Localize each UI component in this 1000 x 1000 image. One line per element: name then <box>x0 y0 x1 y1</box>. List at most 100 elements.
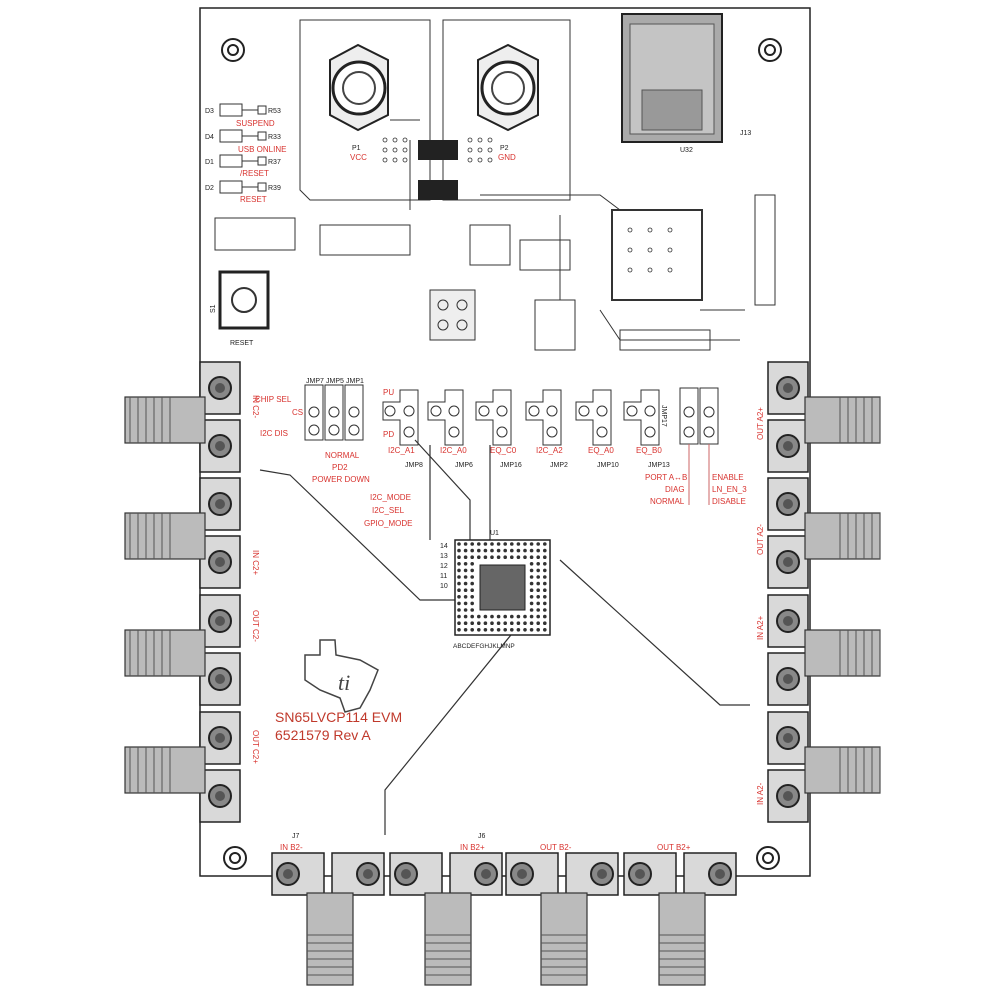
bga-ball <box>543 562 547 566</box>
bga-ball <box>470 581 475 586</box>
p2-ref: P2 <box>500 145 509 152</box>
bga-ball <box>543 621 547 625</box>
bga-ball <box>477 628 481 632</box>
reset-label: RESET <box>230 340 254 347</box>
reset-ref: S1 <box>210 304 217 313</box>
connector-label-bottom: IN B2- <box>280 843 303 852</box>
sma-pin-center <box>215 674 225 684</box>
led-ref: D2 <box>205 185 214 192</box>
bga-ball <box>503 628 508 632</box>
bga-ball <box>516 548 521 553</box>
bga-ball <box>463 555 468 559</box>
connector-label-left: IN C2+ <box>251 550 260 575</box>
usb-connector: J13 U32 <box>621 13 751 154</box>
bga-ball <box>463 621 468 625</box>
bga-ball <box>463 601 468 606</box>
sma-barrel <box>804 512 881 560</box>
led-ref: D1 <box>205 159 214 166</box>
bga-ball <box>529 608 534 612</box>
sma-pin-center <box>783 616 793 626</box>
bga-ball <box>463 595 468 599</box>
bga-ball <box>529 575 534 579</box>
bga-ball <box>516 542 521 546</box>
jumper-ref: JMP13 <box>648 462 670 469</box>
chip-sel-label: CHIP SEL <box>255 395 292 404</box>
jumper-ref: JMP2 <box>550 462 568 469</box>
power-posts: P1 VCC P2 GND <box>299 19 571 201</box>
bga-ball <box>529 621 534 625</box>
led-label-usb-online: USB ONLINE <box>238 145 286 154</box>
bga-ball <box>496 548 501 553</box>
sma-barrel <box>306 892 354 986</box>
bga-ball <box>510 628 514 632</box>
usb-ref: J13 <box>740 130 751 137</box>
bga-ball <box>470 568 475 573</box>
sma-pin-center <box>783 441 793 451</box>
bga-column-labels: ABCDEFGHJKLMNP <box>453 643 515 650</box>
ti-logo-icon: ti <box>304 639 379 713</box>
bga-ball <box>496 628 501 632</box>
board-title: SN65LVCP114 EVM <box>275 709 402 725</box>
sma-pin-center <box>783 383 793 393</box>
sma-pin-center <box>215 733 225 743</box>
led-label-suspend: SUSPEND <box>236 119 275 128</box>
bga-ball <box>543 548 547 553</box>
connector-label-left: IN C2- <box>251 395 260 418</box>
bga-ball <box>503 621 508 625</box>
enable-label: ENABLE <box>712 473 744 482</box>
bga-ball <box>477 621 481 625</box>
bga-ball <box>516 621 521 625</box>
bga-ball <box>516 628 521 632</box>
bga-ball <box>536 628 540 632</box>
jumper-ref: JMP10 <box>597 462 619 469</box>
bga-ball <box>503 555 508 559</box>
power-down-label: POWER DOWN <box>312 475 370 484</box>
bga-ball <box>470 608 475 612</box>
sma-pin-center <box>215 616 225 626</box>
sma-pin-center <box>215 557 225 567</box>
jumper-label: I2C_A2 <box>536 446 563 455</box>
components <box>319 119 776 351</box>
led-resistor-ref: R37 <box>268 159 281 166</box>
bga-ball <box>536 562 540 566</box>
bga-ball <box>529 614 534 619</box>
bga-ball <box>503 542 508 546</box>
bga-ball <box>529 628 534 632</box>
bga-ball <box>470 562 475 566</box>
bga-ball <box>536 601 540 606</box>
bga-ball <box>457 562 461 566</box>
bga-ball <box>536 555 540 559</box>
bga-ball <box>457 595 461 599</box>
led-resistor-ref: R33 <box>268 134 281 141</box>
bga-ball <box>543 575 547 579</box>
bga-ball <box>536 621 540 625</box>
connector-label-right: IN A2- <box>756 782 765 805</box>
bga-ball <box>463 614 468 619</box>
bga-ball <box>529 542 534 546</box>
connector-label-bottom: OUT B2- <box>540 843 572 852</box>
bga-ball <box>470 542 475 546</box>
gpio-mode-label: GPIO_MODE <box>364 519 412 528</box>
bga-ball <box>483 628 488 632</box>
bga-ball <box>536 542 540 546</box>
sma-barrel <box>124 746 206 794</box>
disable-label: DISABLE <box>712 497 746 506</box>
bga-ball <box>536 568 540 573</box>
sma-pin-center <box>783 733 793 743</box>
sma-barrel <box>424 892 472 986</box>
bga-ball <box>536 595 540 599</box>
sma-pin-center <box>783 557 793 567</box>
bga-row-label: 13 <box>440 553 448 560</box>
bga-ball <box>510 621 514 625</box>
bga-ball <box>463 548 468 553</box>
bga-ball <box>490 621 494 625</box>
jumper-label: EQ_B0 <box>636 446 662 455</box>
ln-en-3-label: LN_EN_3 <box>712 485 747 494</box>
bga-ball <box>477 542 481 546</box>
bga-ball <box>483 614 488 619</box>
led-resistor-ref: R39 <box>268 185 281 192</box>
bga-ball <box>470 575 475 579</box>
bga-ball <box>470 621 475 625</box>
bga-ball <box>463 581 468 586</box>
bga-ball <box>483 555 488 559</box>
